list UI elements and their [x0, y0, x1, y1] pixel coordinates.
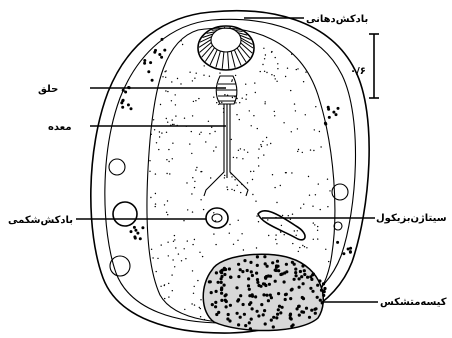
- pharynx: [216, 76, 237, 104]
- label-pharynx: حلق: [38, 84, 58, 95]
- label-intestine: معده: [48, 122, 72, 133]
- oral-sucker: [198, 26, 254, 70]
- label-oral-sucker: بادکش‌دهانی: [306, 14, 368, 25]
- granular-mass: [203, 254, 326, 330]
- oral-sucker-rays: [199, 27, 253, 69]
- label-cyst-body: کیسه‌متشکس: [380, 297, 447, 308]
- scale-bar: [369, 34, 379, 98]
- label-ventral-sucker: بادکش‌شکمی: [8, 215, 73, 226]
- wall-granules: [120, 38, 352, 255]
- label-cyst-wall: سیتاژن‌بزیکول: [376, 213, 447, 224]
- ventral-sucker: [206, 208, 228, 228]
- intestine: [204, 104, 248, 196]
- label-scale: ۰/۶: [350, 66, 366, 77]
